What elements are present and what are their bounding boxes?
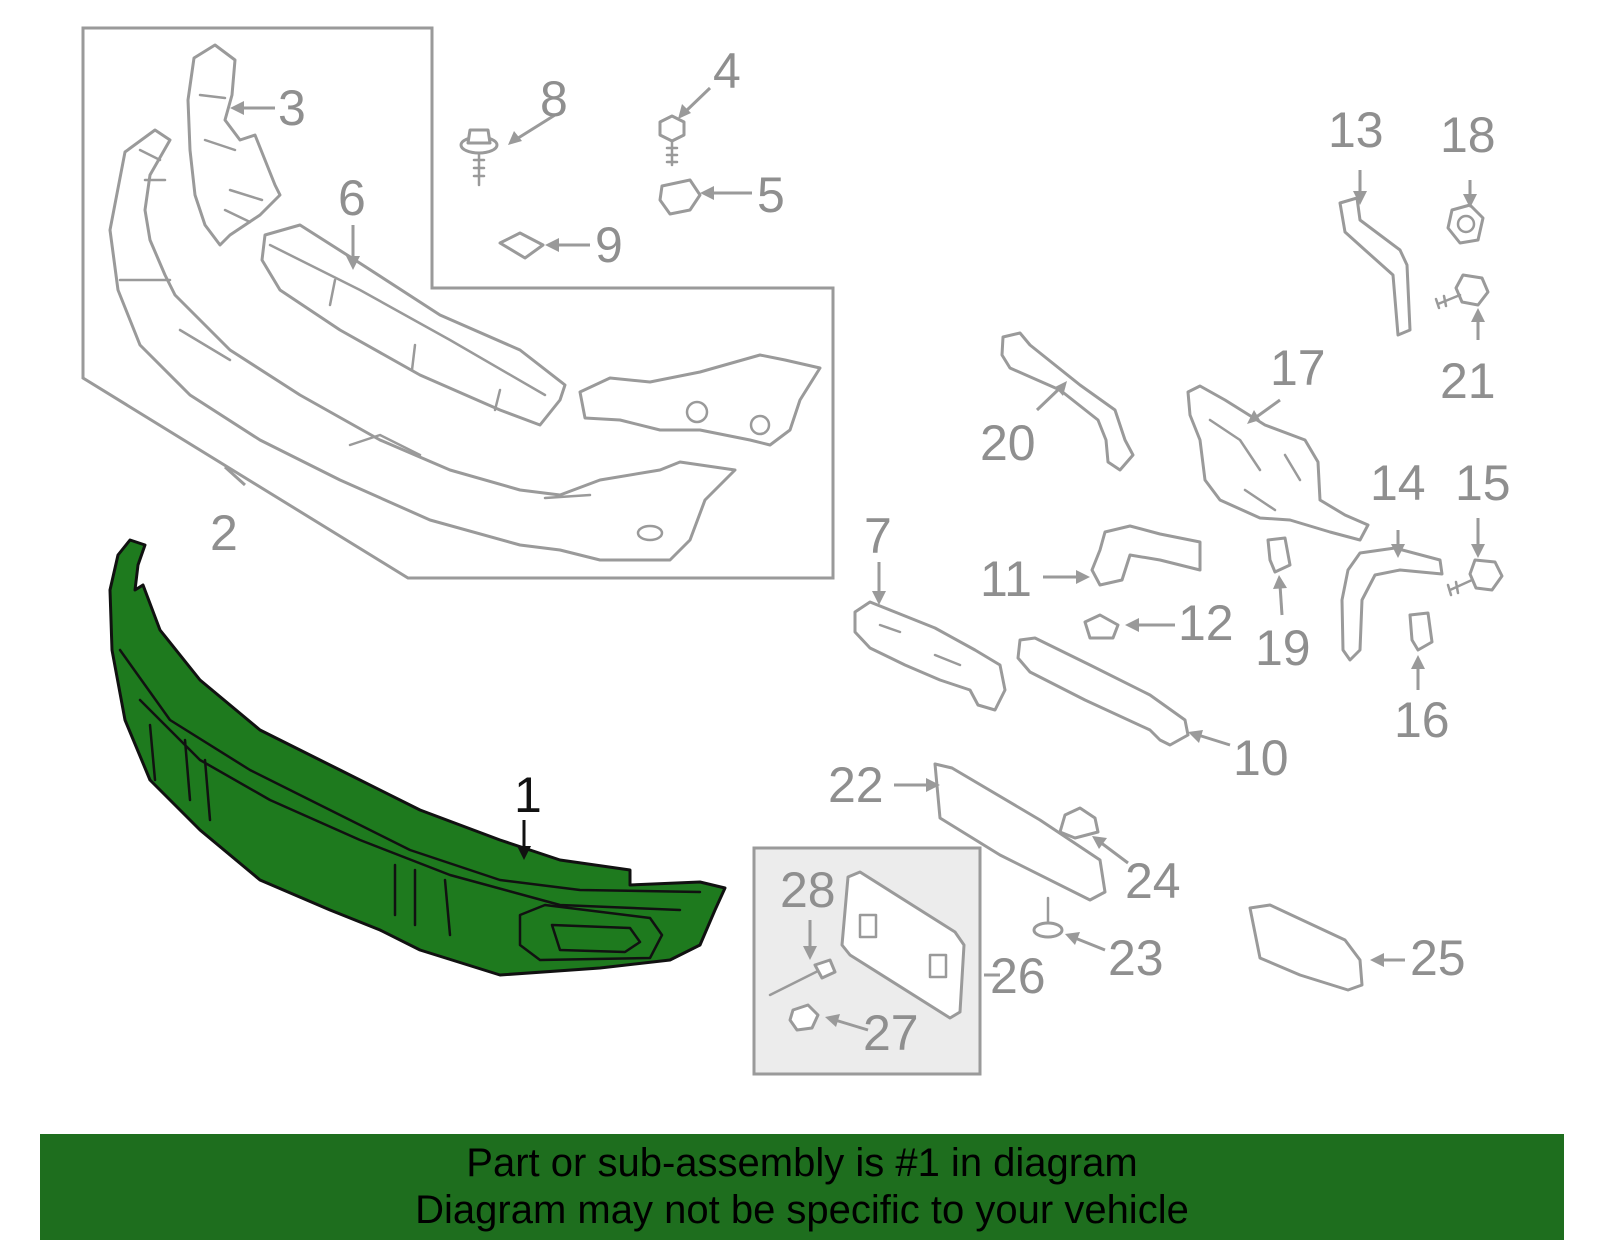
part-3-bracket bbox=[186, 43, 282, 247]
callout-7: 7 bbox=[864, 508, 892, 564]
part-27-nut bbox=[788, 1003, 820, 1032]
callout-14: 14 bbox=[1370, 455, 1426, 511]
callout-12: 12 bbox=[1178, 595, 1234, 651]
part-25-bracket bbox=[1248, 903, 1364, 992]
callout-6: 6 bbox=[338, 170, 366, 226]
part-2-reinforcement bbox=[108, 128, 737, 562]
callout-28: 28 bbox=[780, 862, 836, 918]
callout-23: 23 bbox=[1108, 930, 1164, 986]
callout-27: 27 bbox=[863, 1005, 919, 1061]
callout-26: 26 bbox=[990, 948, 1046, 1004]
part-4-bolt bbox=[658, 114, 686, 167]
part-11-bracket bbox=[1090, 524, 1202, 587]
callout-21: 21 bbox=[1440, 353, 1496, 409]
callout-18: 18 bbox=[1440, 107, 1496, 163]
part-10-brace bbox=[1016, 636, 1190, 747]
callout-10: 10 bbox=[1233, 730, 1289, 786]
part-22-grille bbox=[933, 762, 1107, 902]
part-28-bolt bbox=[768, 958, 837, 997]
part-5-nut bbox=[658, 178, 702, 216]
callout-3: 3 bbox=[278, 80, 306, 136]
banner-line-2: Diagram may not be specific to your vehi… bbox=[415, 1188, 1189, 1232]
banner-line-1: Part or sub-assembly is #1 in diagram bbox=[466, 1141, 1138, 1185]
callout-9: 9 bbox=[595, 217, 623, 273]
part-1-bumper bbox=[108, 538, 727, 977]
part-13-bracket bbox=[1338, 196, 1412, 337]
part-21-bolt bbox=[1434, 273, 1490, 310]
leader-lines bbox=[223, 86, 1485, 1032]
callout-19: 19 bbox=[1255, 620, 1311, 676]
callout-5: 5 bbox=[757, 167, 785, 223]
part-16-clip bbox=[1408, 611, 1434, 652]
part-6-absorber bbox=[260, 223, 567, 427]
part-24-clip bbox=[1058, 806, 1100, 840]
callout-8: 8 bbox=[540, 71, 568, 127]
callout-22: 22 bbox=[828, 757, 884, 813]
callout-24: 24 bbox=[1125, 853, 1181, 909]
part-15-bolt bbox=[1446, 558, 1504, 597]
part-9-clip bbox=[498, 231, 545, 260]
callout-4: 4 bbox=[713, 43, 741, 99]
part-12-clip bbox=[1083, 613, 1120, 640]
part-14-bracket bbox=[1340, 546, 1444, 662]
callout-11: 11 bbox=[980, 551, 1032, 607]
callout-20: 20 bbox=[980, 415, 1036, 471]
part-6-extension bbox=[578, 353, 822, 447]
callout-17: 17 bbox=[1270, 340, 1326, 396]
info-banner: Part or sub-assembly is #1 in diagram Di… bbox=[40, 1134, 1564, 1240]
part-26-plate bbox=[840, 870, 966, 1020]
callout-2: 2 bbox=[210, 505, 238, 561]
part-17-bracket bbox=[1186, 384, 1370, 542]
callout-15: 15 bbox=[1455, 455, 1511, 511]
part-8-screw bbox=[459, 128, 499, 187]
callout-labels: 1 2 3 4 5 6 7 8 9 10 11 12 13 14 15 16 1… bbox=[210, 43, 1511, 1061]
callout-16: 16 bbox=[1394, 692, 1450, 748]
callout-25: 25 bbox=[1410, 930, 1466, 986]
part-23-screw bbox=[1032, 896, 1064, 939]
callout-1: 1 bbox=[514, 767, 542, 823]
callout-13: 13 bbox=[1328, 102, 1384, 158]
part-20-bracket bbox=[1000, 331, 1135, 472]
part-18-nut bbox=[1446, 203, 1485, 245]
part-7-bracket bbox=[853, 600, 1007, 712]
part-19-clip bbox=[1266, 536, 1292, 574]
